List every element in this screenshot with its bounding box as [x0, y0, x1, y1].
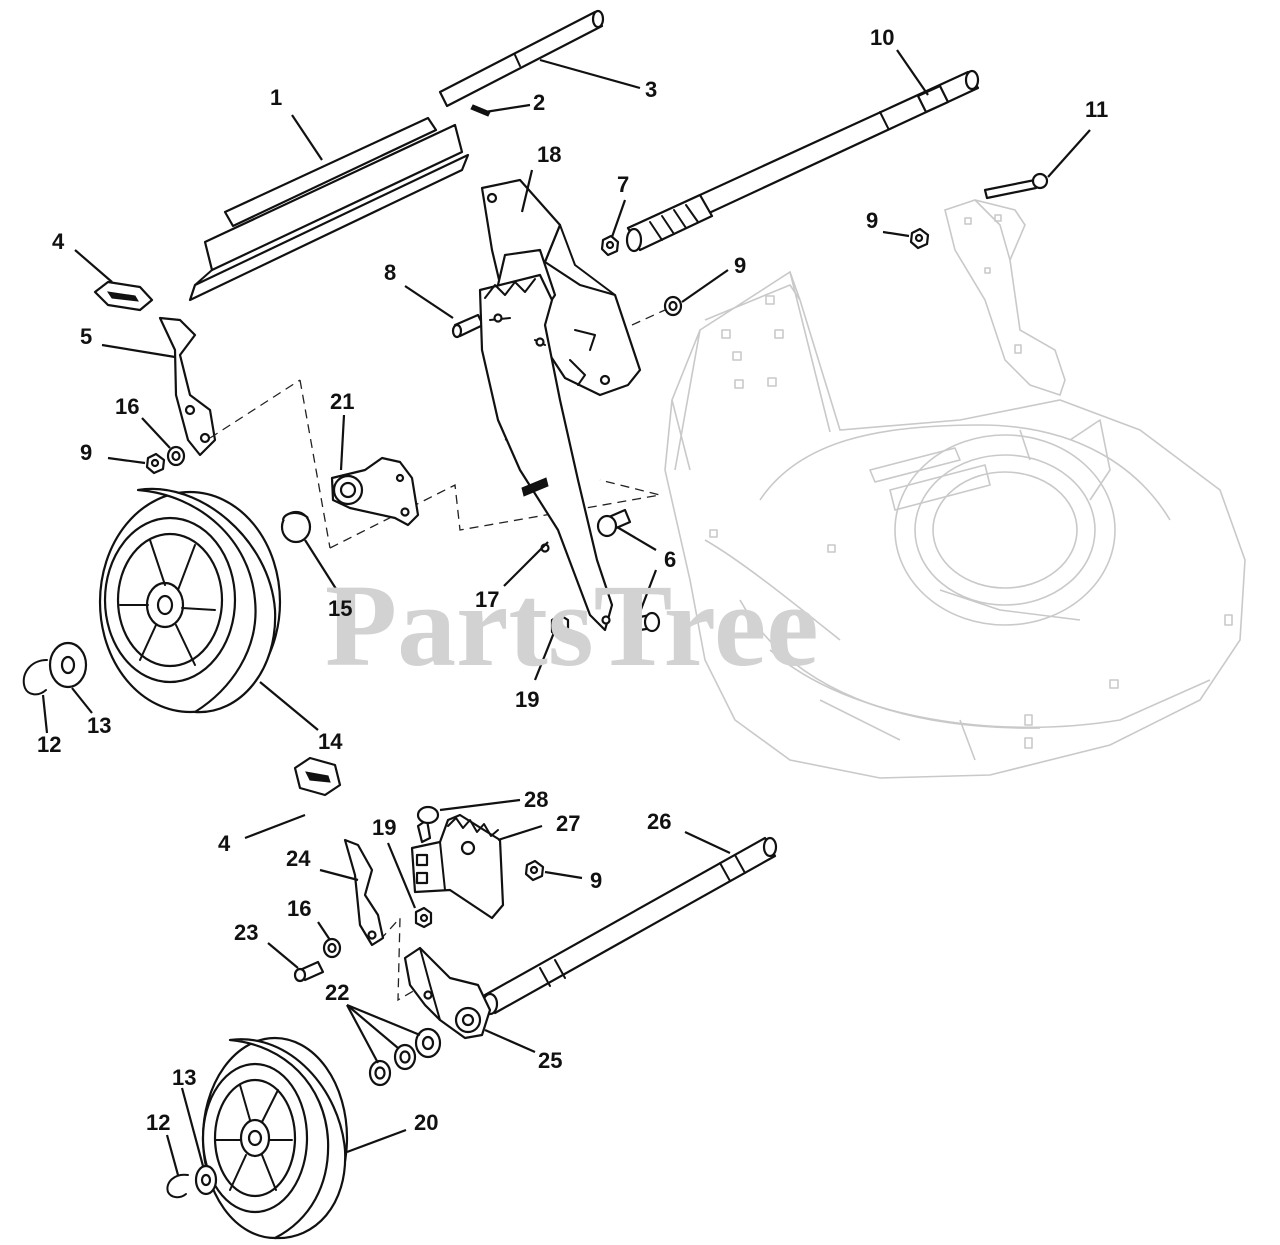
callout-26: 26 — [647, 809, 671, 834]
callout-2: 2 — [533, 90, 545, 115]
part-9-washer-upper — [663, 295, 683, 317]
part-22-washers — [368, 1027, 442, 1087]
part-14-rear-wheel — [98, 487, 282, 714]
callout-10: 10 — [870, 25, 894, 50]
part-17-adjuster-plate — [478, 273, 614, 632]
part-7-nut — [600, 234, 620, 257]
callout-18: 18 — [537, 142, 561, 167]
part-4-cap-lower — [293, 756, 342, 797]
callout-leaders — [41, 49, 1091, 1176]
callout-23: 23 — [234, 920, 258, 945]
part-2-pin — [470, 104, 491, 117]
callout-12-lower: 12 — [146, 1110, 170, 1135]
callout-15: 15 — [328, 596, 352, 621]
watermark-text: PartsTree — [325, 560, 819, 691]
part-8-stud — [451, 313, 485, 339]
part-16-spacer-lower — [322, 937, 342, 959]
callout-13-lower: 13 — [172, 1065, 196, 1090]
callout-9-left: 9 — [80, 440, 92, 465]
callout-3: 3 — [645, 77, 657, 102]
callout-4-lower: 4 — [218, 831, 231, 856]
callout-8: 8 — [384, 260, 396, 285]
callout-6: 6 — [664, 547, 676, 572]
part-6-bolt-upper — [596, 508, 632, 538]
part-27-adjuster-plate — [410, 813, 505, 920]
part-12-clip-lower — [166, 1173, 189, 1199]
rear-bracket — [944, 199, 1066, 397]
part-28-screw — [416, 805, 440, 844]
part-20-front-wheel — [201, 1036, 349, 1240]
part-12-clip-upper — [22, 659, 48, 696]
part-9-nut-lower — [524, 859, 545, 882]
callout-16-upper: 16 — [115, 394, 139, 419]
part-16-spacer-upper — [166, 445, 186, 467]
callout-numbers: 1 2 3 4 5 6 7 8 9 9 9 9 10 11 12 13 14 1… — [37, 25, 1108, 1135]
callout-1: 1 — [270, 85, 282, 110]
callout-24: 24 — [286, 846, 311, 871]
callout-4-upper: 4 — [52, 229, 65, 254]
callout-20: 20 — [414, 1110, 438, 1135]
callout-7: 7 — [617, 172, 629, 197]
callout-22: 22 — [325, 980, 349, 1005]
part-19-nut-lower — [414, 906, 433, 929]
callout-19-lower: 19 — [372, 815, 396, 840]
part-4-cap-upper — [93, 280, 154, 312]
callout-14: 14 — [318, 729, 343, 754]
callout-28: 28 — [524, 787, 548, 812]
part-6-bolt-lower — [623, 611, 661, 634]
part-11-bolt — [983, 172, 1049, 200]
callout-9-right: 9 — [866, 208, 878, 233]
part-3-rod — [438, 9, 605, 108]
callout-21: 21 — [330, 389, 354, 414]
callout-12-upper: 12 — [37, 732, 61, 757]
callout-5: 5 — [80, 324, 92, 349]
part-5-bracket — [158, 316, 217, 457]
callout-17: 17 — [475, 587, 499, 612]
mower-deck — [664, 270, 1246, 779]
callout-25: 25 — [538, 1048, 562, 1073]
part-10-axle — [625, 69, 980, 253]
part-1-flap-rod — [188, 116, 470, 302]
part-9-nut-right — [909, 227, 930, 250]
callout-9-lower: 9 — [590, 868, 602, 893]
callout-11: 11 — [1085, 97, 1108, 122]
part-25-pivot-bracket — [403, 946, 492, 1040]
part-24-bracket — [343, 838, 385, 947]
callout-19-upper: 19 — [515, 687, 539, 712]
callout-13-upper: 13 — [87, 713, 111, 738]
part-19-nut-upper — [550, 613, 570, 638]
part-15-bushing — [280, 510, 312, 544]
callout-27: 27 — [556, 811, 580, 836]
part-13-washer-upper — [48, 641, 88, 689]
callout-9-upper: 9 — [734, 253, 746, 278]
part-13-washer-lower — [194, 1164, 218, 1196]
callout-16-lower: 16 — [287, 896, 311, 921]
part-23-bolt — [293, 960, 325, 983]
part-21-bracket — [330, 456, 420, 527]
part-9-nut-left — [145, 452, 166, 475]
